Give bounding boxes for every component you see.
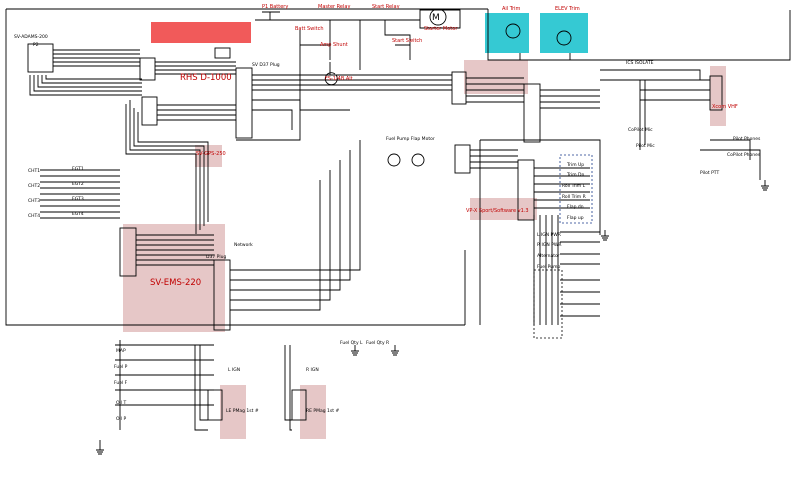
oil-p-label: Oil P xyxy=(116,416,126,422)
l-ign-label: L IGN xyxy=(228,367,240,373)
svg-text:M: M xyxy=(432,13,440,23)
egt-label-0: CHT1 xyxy=(28,168,40,174)
copilot-phones-label: CoPilot Phones xyxy=(727,152,761,158)
amp-shunt-label: Amp Shunt xyxy=(320,42,348,48)
frame-line xyxy=(5,8,488,326)
ems-shade xyxy=(123,224,225,332)
egt-label-7: EGT4 xyxy=(72,211,84,217)
ail-trim-box xyxy=(485,13,529,53)
elev-trim-box xyxy=(540,13,588,53)
j10-shade xyxy=(464,60,528,94)
batt-switch-label: Batt Switch xyxy=(295,26,324,32)
vpx-switch-4: Flap dn xyxy=(567,204,584,210)
fuel-qty-r-label: Fuel Qty R xyxy=(366,340,389,346)
d37-plug-label: SV D37 Plug xyxy=(252,62,280,68)
vpx-shade xyxy=(470,198,537,220)
elev-trim-label: ELEV Trim xyxy=(555,6,580,12)
oil-t-label: Oil T xyxy=(116,400,126,406)
d37-plug2-label: D37 Plug xyxy=(206,254,226,260)
p2-label: P2 xyxy=(33,42,39,48)
power-section: M xyxy=(255,8,461,111)
wire-bundles xyxy=(29,9,791,431)
battery-label: P1 Battery xyxy=(262,4,288,10)
r-pmag-label: RE PMag 1st # xyxy=(306,408,339,414)
connectors xyxy=(27,23,723,421)
pilot-ptt-label: Pilot PTT xyxy=(700,170,719,176)
grounds xyxy=(96,180,769,455)
vpx-output-2: Alternator xyxy=(537,253,560,259)
vpx-switch-5: Flap up xyxy=(567,215,584,221)
egt-label-4: CHT3 xyxy=(28,198,40,204)
network-label: Network xyxy=(234,242,253,248)
fuel-f-label: Fuel F xyxy=(114,380,128,386)
egt-label-6: CHT4 xyxy=(28,213,40,219)
fuel-p-label: Fuel P xyxy=(114,364,128,370)
vpx-output-1: R IGN PWR xyxy=(537,242,561,248)
ems-label: SV-EMS-220 xyxy=(150,278,201,288)
adams-label: SV-ADAMS-200 xyxy=(14,34,48,40)
map-label: MAP xyxy=(116,348,126,354)
gps-label: SV-GPS-250 xyxy=(196,151,226,157)
vpx-label: VP-X Sport/Software v1.3 xyxy=(466,208,529,214)
egt-label-5: EGT3 xyxy=(72,196,84,202)
ics-label: ICS ISOLATE xyxy=(626,60,654,66)
start-switch-label: Start Switch xyxy=(392,38,422,44)
start-relay-label: Start Relay xyxy=(372,4,400,10)
vpx-output-group xyxy=(533,269,563,339)
vhf-shade xyxy=(710,66,726,126)
copilot-mic-label: CoPilot Mic xyxy=(628,127,653,133)
fuel-flap-label: Fuel Pump Flap Motor xyxy=(386,136,435,142)
rpmag-shade xyxy=(300,385,326,439)
vpx-switch-3: Roll Trim R xyxy=(562,194,586,200)
vpx-switch-group xyxy=(559,154,593,224)
vhf-label: Xcom VHF xyxy=(712,104,738,110)
starter-motor-label: Starter Motor xyxy=(424,26,458,32)
pilot-phones-label: Pilot Phones xyxy=(733,136,761,142)
pilot-mic-label: Pilot Mic xyxy=(636,143,655,149)
alt-label: FS-1/4B Alt xyxy=(325,76,353,82)
ail-trim-label: Ail Trim xyxy=(502,6,521,12)
vpx-output-3: Fuel Pump xyxy=(537,264,561,270)
vpx-output-0: L IGN PWR xyxy=(537,232,561,238)
fuel-qty-l-label: Fuel Qty L xyxy=(340,340,363,346)
vpx-switch-2: Roll Trim L xyxy=(562,183,586,189)
rhs-display-block xyxy=(151,22,251,43)
l-pmag-label: LE PMag 1st # xyxy=(226,408,259,414)
rhs-label: RHS D-1000 xyxy=(180,73,232,83)
lpmag-shade xyxy=(220,385,246,439)
vpx-switch-1: Trim Dn xyxy=(566,172,584,178)
vpx-switch-0: Trim Up xyxy=(566,162,584,168)
egt-label-1: EGT1 xyxy=(72,166,84,172)
r-ign-label: R IGN xyxy=(306,367,319,373)
egt-label-3: EGT2 xyxy=(72,181,84,187)
master-relay-label: Master Relay xyxy=(318,4,350,10)
gps-shade xyxy=(195,145,222,167)
egt-label-2: CHT2 xyxy=(28,183,40,189)
